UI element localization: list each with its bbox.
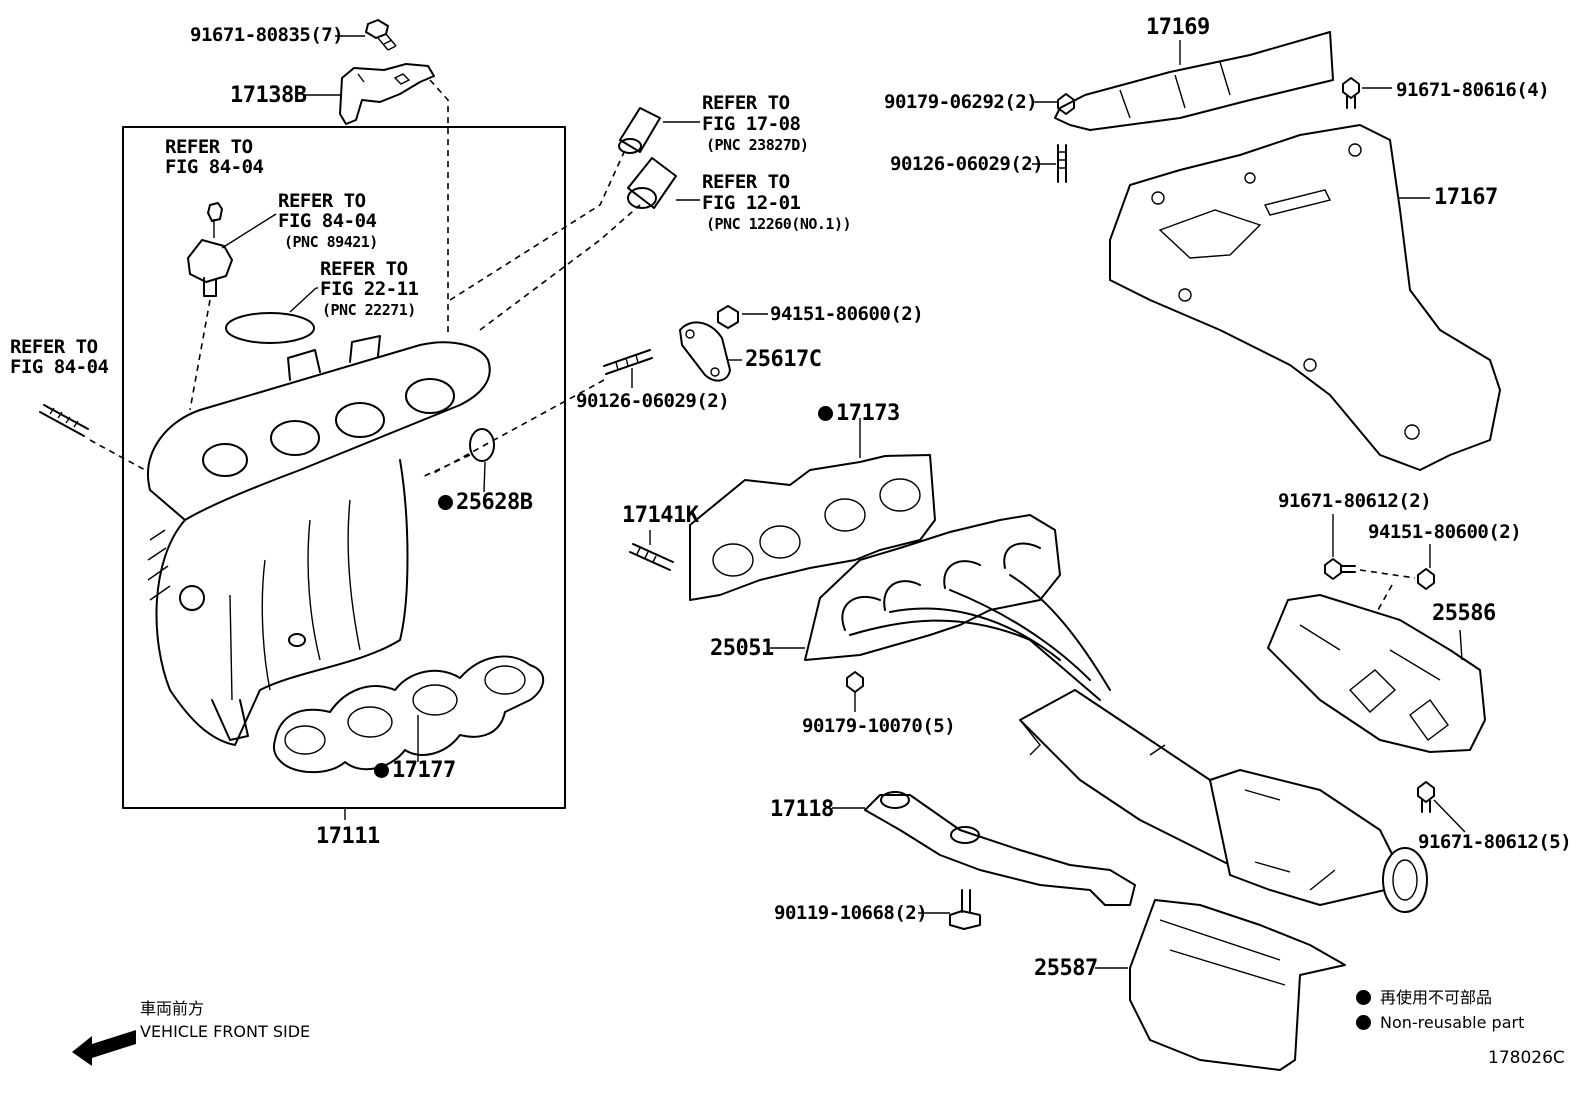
bolt-90119-10668	[918, 889, 981, 930]
label-17177: 17177	[374, 760, 456, 782]
label-17138B: 17138B	[230, 83, 307, 108]
sensor-89421	[187, 202, 277, 297]
legend-jp: 再使用不可部品	[1356, 990, 1492, 1006]
hose-dashed-lines	[449, 149, 641, 331]
label-25628B: 25628B	[438, 492, 533, 514]
label-91671-80612-b: 91671-80612(5)	[1418, 831, 1572, 853]
ref-2-line1: REFER TO	[278, 190, 366, 212]
ref-2-pnc: (PNC 89421)	[284, 233, 378, 251]
ref-5-pnc: (PNC 23827D)	[706, 136, 809, 154]
stud-90126-06029-b	[1032, 144, 1067, 183]
label-25051: 25051	[710, 636, 774, 661]
nut-94151-80600-a	[717, 305, 768, 329]
ref-6-pnc: (PNC 12260(NO.1))	[706, 215, 852, 233]
hose-23827D	[618, 107, 700, 154]
bracket-17118	[832, 791, 1136, 906]
nut-90179-10070	[846, 671, 864, 712]
intake-manifold-17111	[147, 335, 491, 746]
gasket-17173	[689, 418, 936, 601]
stud-17141K	[629, 530, 674, 571]
label-25617C: 25617C	[745, 347, 822, 372]
nut-94151-80600-b	[1359, 544, 1435, 611]
legend-en: Non-reusable part	[1356, 1015, 1524, 1031]
ref-4-line1: REFER TO	[10, 336, 98, 358]
direction-en: VEHICLE FRONT SIDE	[140, 1022, 311, 1041]
label-91671-80835: 91671-80835(7)	[190, 24, 344, 46]
bolt-91671-80612-a	[1324, 514, 1356, 580]
ref-2-line2: FIG 84-04	[278, 210, 377, 232]
ref-3-line1: REFER TO	[320, 258, 408, 280]
non-reusable-mark	[374, 763, 389, 778]
non-reusable-bullet-icon	[1356, 1015, 1371, 1030]
oring-22271	[225, 287, 317, 344]
cover-25617C	[679, 321, 742, 382]
ref-1-line2: FIG 84-04	[165, 156, 264, 178]
non-reusable-mark	[818, 406, 833, 421]
hose-12260	[627, 157, 700, 209]
label-94151-80600-a: 94151-80600(2)	[770, 303, 924, 325]
label-25587: 25587	[1034, 956, 1098, 981]
figure-id: 178026C	[1488, 1048, 1565, 1068]
bolt-91671-80835	[335, 19, 397, 51]
insulator-25587	[1095, 899, 1346, 1071]
label-90179-06292: 90179-06292(2)	[884, 91, 1038, 113]
exhaust-manifold-25051	[770, 514, 1428, 913]
label-17169: 17169	[1146, 15, 1210, 40]
stud-90126-06029-a	[429, 349, 653, 476]
label-90126-06029-b: 90126-06029(2)	[890, 153, 1044, 175]
label-17141K: 17141K	[622, 503, 699, 528]
bolt-91671-80612-b	[1417, 781, 1466, 833]
insulator-17167	[1109, 124, 1501, 471]
label-17173: 17173	[818, 403, 900, 425]
label-90126-06029-a: 90126-06029(2)	[576, 390, 730, 412]
ref-5-line2: FIG 17-08	[702, 113, 801, 135]
label-90119-10668: 90119-10668(2)	[774, 902, 928, 924]
ref-6-line1: REFER TO	[702, 171, 790, 193]
bracket-to-manifold-dashed	[429, 79, 449, 335]
stud-left	[39, 404, 146, 471]
label-91671-80616: 91671-80616(4)	[1396, 79, 1550, 101]
vehicle-front-arrow-icon	[72, 1030, 136, 1066]
ref-6-line2: FIG 12-01	[702, 192, 801, 214]
gasket-17177	[272, 655, 545, 774]
label-17111: 17111	[316, 824, 380, 849]
label-25586: 25586	[1432, 601, 1496, 626]
ref-3-pnc: (PNC 22271)	[322, 301, 416, 319]
bolt-91671-80616	[1342, 77, 1392, 109]
non-reusable-bullet-icon	[1356, 990, 1371, 1005]
nut-90179-06292	[1032, 93, 1075, 115]
non-reusable-mark	[438, 495, 453, 510]
insulator-25586	[1267, 594, 1486, 753]
manifold-group-frame	[122, 126, 566, 809]
ref-5-line1: REFER TO	[702, 92, 790, 114]
ref-4-line2: FIG 84-04	[10, 356, 109, 378]
label-17118: 17118	[770, 797, 834, 822]
direction-jp: 車両前方	[140, 999, 205, 1018]
ref-1-line1: REFER TO	[165, 136, 253, 158]
ref-3-line2: FIG 22-11	[320, 278, 419, 300]
label-91671-80612-a: 91671-80612(2)	[1278, 490, 1432, 512]
label-90179-10070: 90179-10070(5)	[802, 715, 956, 737]
bracket-17138B	[305, 63, 435, 125]
insulator-17169	[1054, 31, 1334, 131]
sensor-dashed-to-manifold	[189, 299, 211, 411]
label-17167: 17167	[1434, 185, 1498, 210]
label-94151-80600-b: 94151-80600(2)	[1368, 521, 1522, 543]
